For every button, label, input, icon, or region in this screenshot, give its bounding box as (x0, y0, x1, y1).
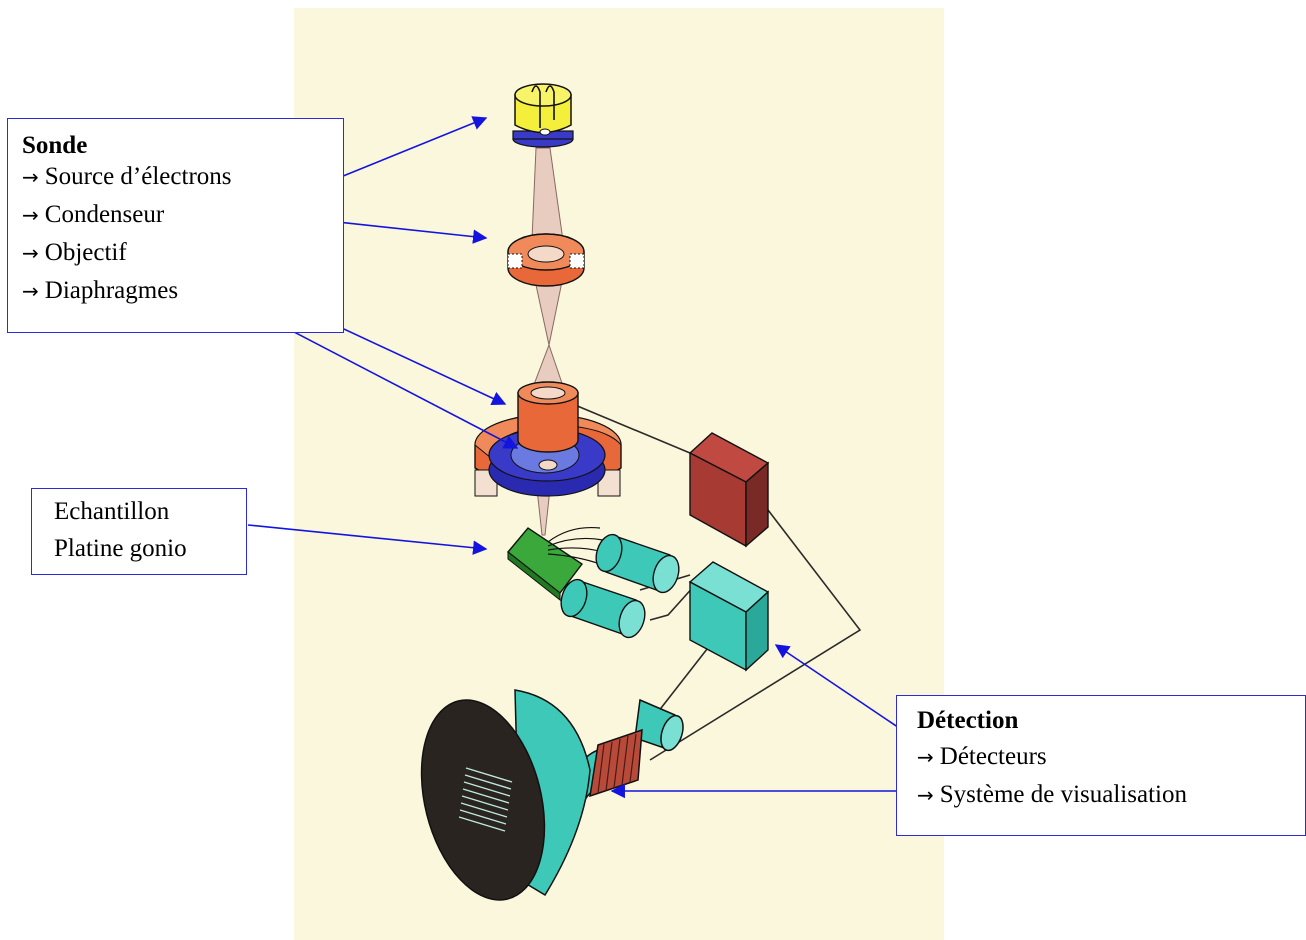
echantillon-label-box: Echantillon Platine gonio (31, 488, 247, 575)
arrow-detecteurs (774, 644, 918, 741)
objective-lens (474, 381, 622, 497)
detector-cylinders (560, 533, 680, 639)
detection-item-visualisation: →Système de visualisation (917, 776, 1305, 814)
sonde-item-objectif: →Objectif (22, 234, 343, 272)
sonde-item-label: Objectif (44, 239, 127, 266)
detection-item-detecteurs: →Détecteurs (917, 738, 1305, 776)
arrow-right-icon: → (917, 745, 934, 769)
crt-display (420, 689, 684, 901)
arrow-right-icon: → (22, 241, 39, 265)
arrow-echantillon (247, 524, 488, 555)
detection-item-label: Détecteurs (939, 743, 1047, 770)
arrow-right-icon: → (22, 203, 39, 227)
detector-box (688, 561, 770, 672)
platine-line: Platine gonio (54, 535, 187, 562)
echantillon-line: Echantillon (54, 498, 170, 525)
arrow-right-icon: → (22, 279, 39, 303)
detection-title: Détection (917, 707, 1019, 734)
sonde-item-diaphragmes: →Diaphragmes (22, 272, 343, 310)
sonde-item-label: Diaphragmes (44, 277, 179, 304)
sonde-title: Sonde (22, 132, 88, 159)
arrow-right-icon: → (917, 783, 934, 807)
electron-gun (512, 83, 574, 148)
sonde-item-label: Condenseur (44, 201, 165, 228)
arrow-source (315, 116, 488, 188)
detection-item-label: Système de visualisation (939, 781, 1187, 808)
sonde-item-condenseur: →Condenseur (22, 196, 343, 234)
sonde-item-source: →Source d’électrons (22, 158, 343, 196)
sonde-item-label: Source d’électrons (44, 163, 232, 190)
sonde-label-box: Sonde →Source d’électrons →Condenseur →O… (7, 118, 344, 333)
amplifier-box (688, 432, 770, 548)
detection-label-box: Détection →Détecteurs →Système de visual… (896, 695, 1306, 836)
condenser-lens (507, 233, 585, 287)
arrow-right-icon: → (22, 165, 39, 189)
